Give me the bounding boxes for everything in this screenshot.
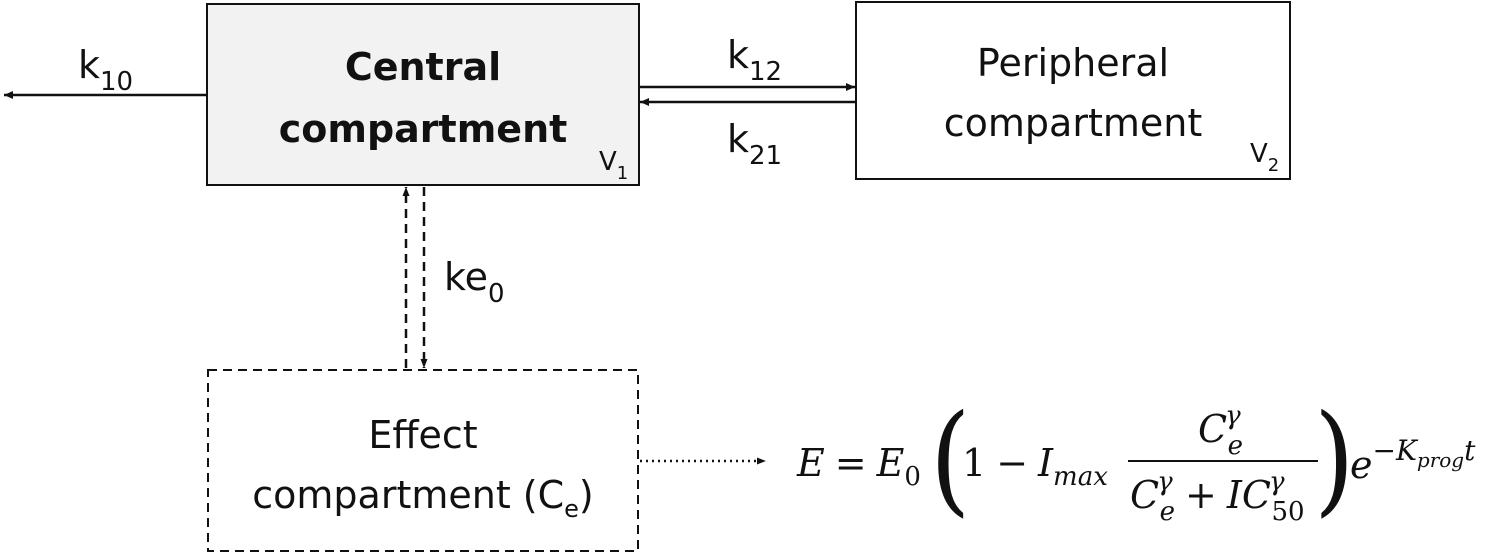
k10-label: k10 [78,43,133,97]
central-volume-label: V1 [599,147,628,184]
central-compartment-box [206,3,640,186]
central-compartment-title-line1: Central [345,45,501,89]
effect-compartment-title-line1: Effect [368,413,477,457]
k12-label: k12 [727,33,782,87]
effect-compartment-box [207,369,639,552]
equation-exponential: e−Kprogt [1350,434,1476,487]
peripheral-compartment-box [855,1,1291,180]
ke0-label: ke0 [444,255,505,309]
equation-lhs: E=E0 [796,441,921,492]
equation-left-paren: ( [930,390,971,529]
peripheral-compartment-title-line1: Peripheral [977,41,1169,85]
equation-right-paren: ) [1314,390,1355,529]
k21-label: k21 [727,117,782,171]
central-compartment-title-line2: compartment [279,107,568,151]
peripheral-volume-label: V2 [1250,139,1279,176]
peripheral-compartment-title-line2: compartment [944,101,1202,145]
equation-one-minus-imax: 1−Imax [962,441,1108,492]
effect-compartment-title-line2: compartment (Ce) [252,473,594,523]
